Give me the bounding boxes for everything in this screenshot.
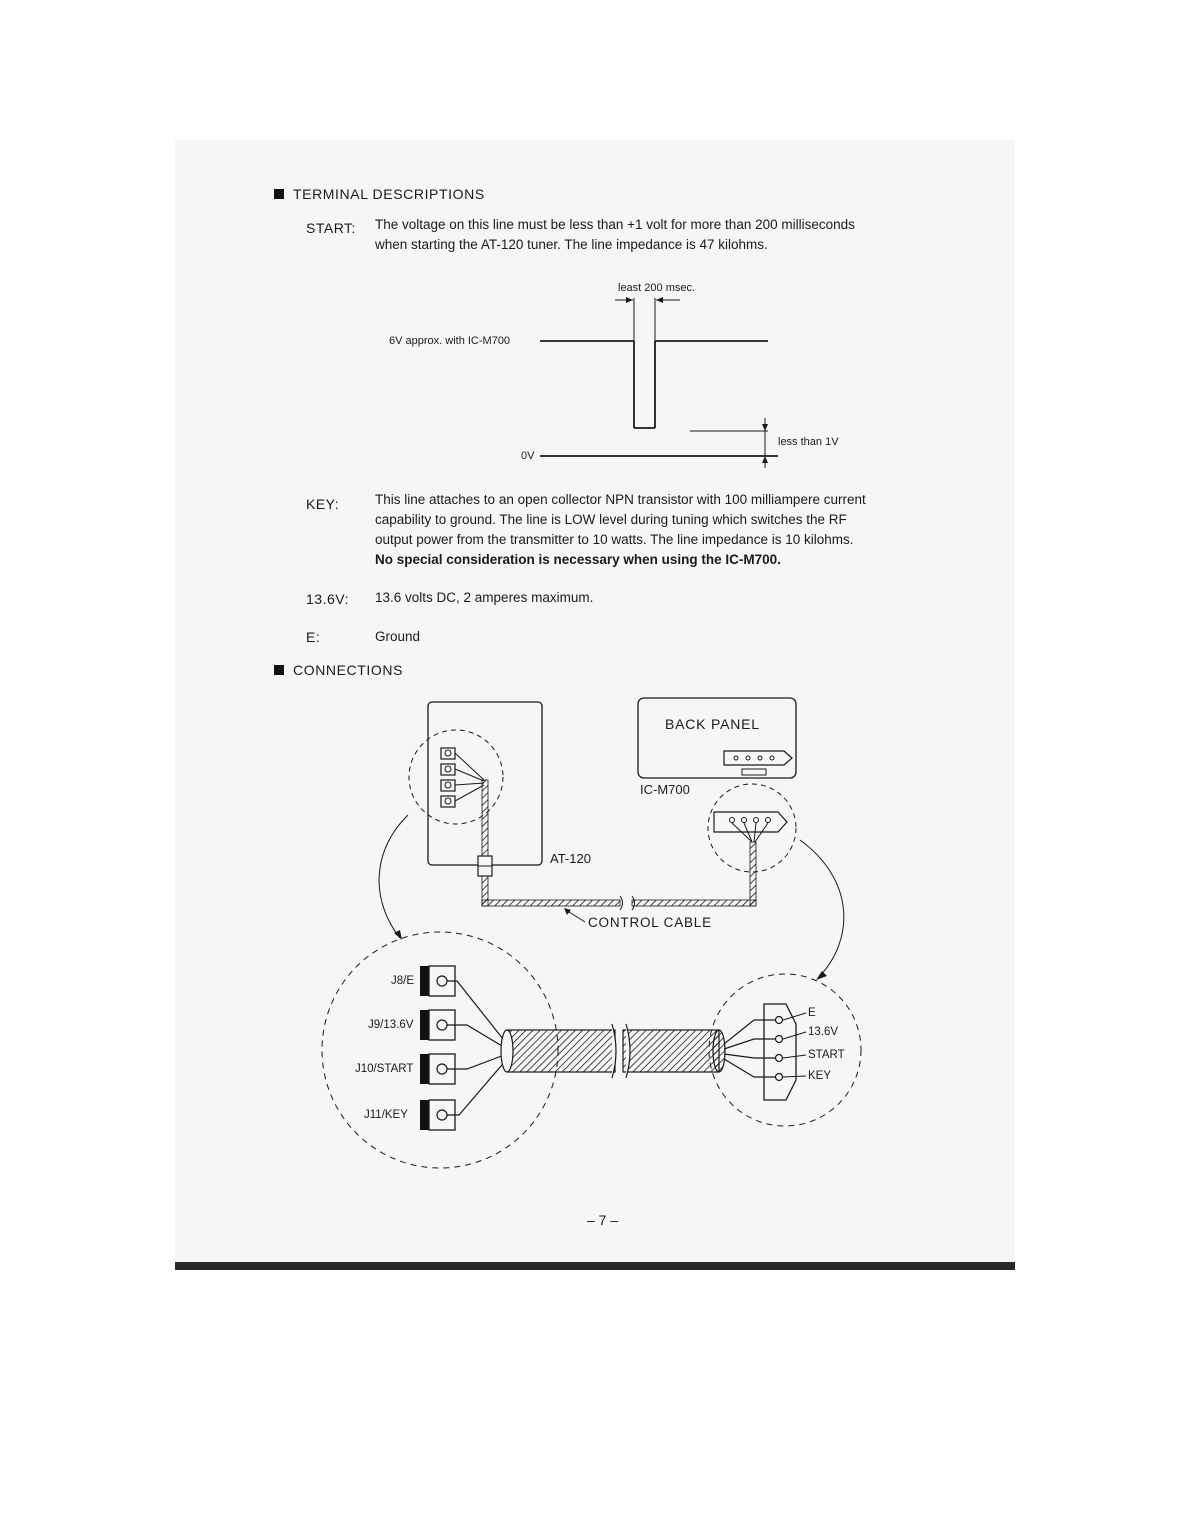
arrowhead-right-icon bbox=[626, 297, 633, 303]
terminal-label-j9: J9/13.6V bbox=[368, 1019, 414, 1031]
icm700-detail-circle bbox=[707, 783, 797, 873]
pin-label-key: KEY bbox=[808, 1070, 832, 1082]
back-panel-label: BACK PANEL bbox=[665, 716, 760, 732]
high-level-label: 6V approx. with IC-M700 bbox=[389, 335, 511, 347]
key-line-3: output power from the transmitter to 10 … bbox=[375, 532, 854, 547]
right-leader-curve bbox=[799, 839, 845, 979]
start-timing-diagram bbox=[540, 297, 778, 468]
control-cable-riser bbox=[749, 841, 757, 907]
control-cable-right bbox=[631, 899, 757, 907]
key-description: This line attaches to an open collector … bbox=[375, 490, 935, 570]
bullet-square-icon bbox=[274, 665, 284, 675]
control-cable-left bbox=[481, 899, 621, 907]
terminal-descriptions-heading: TERMINAL DESCRIPTIONS bbox=[274, 186, 485, 202]
connections-heading: CONNECTIONS bbox=[274, 662, 403, 678]
heading-text: CONNECTIONS bbox=[293, 662, 404, 678]
pin-label-start: START bbox=[808, 1049, 845, 1061]
right-enlarged-plug bbox=[763, 1003, 797, 1101]
at120-label: AT-120 bbox=[550, 851, 591, 866]
start-term: START: bbox=[306, 220, 356, 236]
icm700-plug bbox=[713, 811, 788, 833]
arrowhead-icon bbox=[394, 930, 402, 940]
key-line-1: This line attaches to an open collector … bbox=[375, 492, 866, 507]
start-line-2: when starting the AT-120 tuner. The line… bbox=[375, 237, 768, 252]
page-number: – 7 – bbox=[587, 1212, 619, 1228]
left-terminal-block bbox=[420, 965, 456, 1131]
arrowhead-icon bbox=[564, 908, 571, 915]
start-line-1: The voltage on this line must be less th… bbox=[375, 217, 855, 232]
e-term: E: bbox=[306, 629, 321, 645]
right-enlarged-circle bbox=[708, 973, 862, 1127]
start-description: The voltage on this line must be less th… bbox=[375, 215, 935, 255]
back-panel-box bbox=[637, 697, 797, 779]
key-line-4: No special consideration is necessary wh… bbox=[375, 552, 781, 567]
terminal-label-j8: J8/E bbox=[391, 975, 415, 987]
page-sheet bbox=[175, 140, 1015, 1270]
v136-term: 13.6V: bbox=[306, 591, 349, 607]
pin-label-136v: 13.6V bbox=[808, 1026, 839, 1038]
at120-terminal-block bbox=[440, 747, 485, 808]
arrowhead-left-icon bbox=[656, 297, 663, 303]
cable-break-mark bbox=[619, 895, 635, 911]
arrowhead-down-icon bbox=[762, 424, 768, 431]
arrowhead-icon bbox=[816, 971, 827, 980]
key-term: KEY: bbox=[306, 496, 340, 512]
bullet-square-icon bbox=[274, 189, 284, 199]
v136-description: 13.6 volts DC, 2 amperes maximum. bbox=[375, 590, 594, 605]
pin-label-e: E bbox=[808, 1007, 816, 1019]
terminal-label-j11: J11/KEY bbox=[364, 1109, 408, 1121]
pulse-width-label: least 200 msec. bbox=[618, 282, 696, 294]
left-leader-curve bbox=[378, 814, 409, 939]
control-cable-label: CONTROL CABLE bbox=[588, 915, 712, 930]
page-edge-shadow bbox=[175, 1262, 1015, 1270]
back-panel-connector bbox=[723, 750, 793, 766]
e-description: Ground bbox=[375, 629, 421, 644]
icm700-label: IC-M700 bbox=[640, 782, 690, 797]
low-level-label: less than 1V bbox=[778, 436, 839, 448]
zero-volt-label: 0V bbox=[521, 450, 535, 462]
arrowhead-up-icon bbox=[762, 456, 768, 463]
connection-diagram bbox=[321, 697, 862, 1169]
at120-detail-circle bbox=[408, 729, 504, 825]
shielded-cable bbox=[500, 1023, 726, 1079]
key-line-2: capability to ground. The line is LOW le… bbox=[375, 512, 847, 527]
terminal-label-j10: J10/START bbox=[355, 1063, 414, 1075]
heading-text: TERMINAL DESCRIPTIONS bbox=[293, 186, 485, 202]
